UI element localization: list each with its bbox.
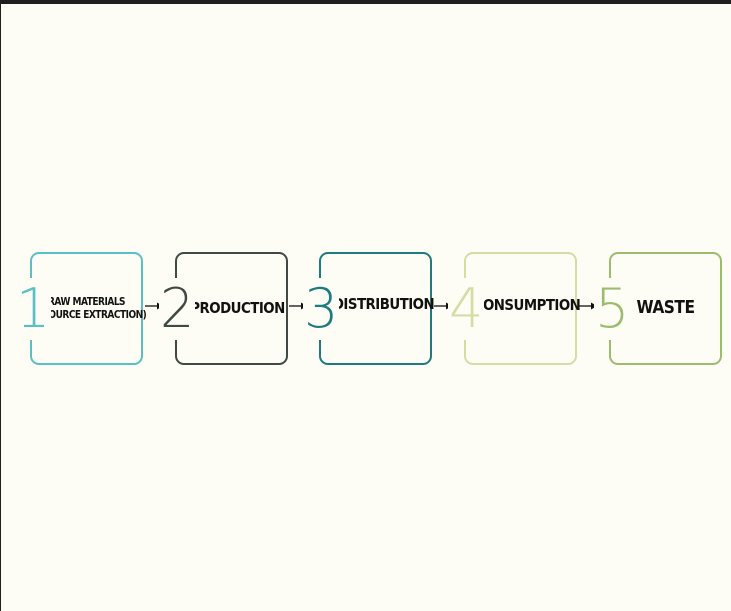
step-number-1: 1 — [15, 277, 52, 340]
step-number-5: 5 — [594, 277, 631, 340]
step-number-2: 2 — [159, 277, 196, 340]
step-label-consumption: CONSUMPTION — [473, 295, 581, 314]
step-label-waste: WASTE — [636, 297, 695, 319]
step-label-line: RAW MATERIALS — [47, 296, 126, 309]
step-label-production: PRODUCTION — [190, 298, 285, 317]
step-label-raw-materials: RAW MATERIALS (RESOURCE EXTRACTION) — [27, 252, 147, 365]
step-number-4: 4 — [448, 277, 485, 340]
step-label-line: (RESOURCE EXTRACTION) — [26, 308, 147, 321]
step-number-3: 3 — [303, 277, 340, 340]
diagram-canvas: RAW MATERIALS (RESOURCE EXTRACTION) 1 PR… — [1, 4, 731, 611]
step-label-distribution: DISTRIBUTION — [332, 294, 435, 313]
